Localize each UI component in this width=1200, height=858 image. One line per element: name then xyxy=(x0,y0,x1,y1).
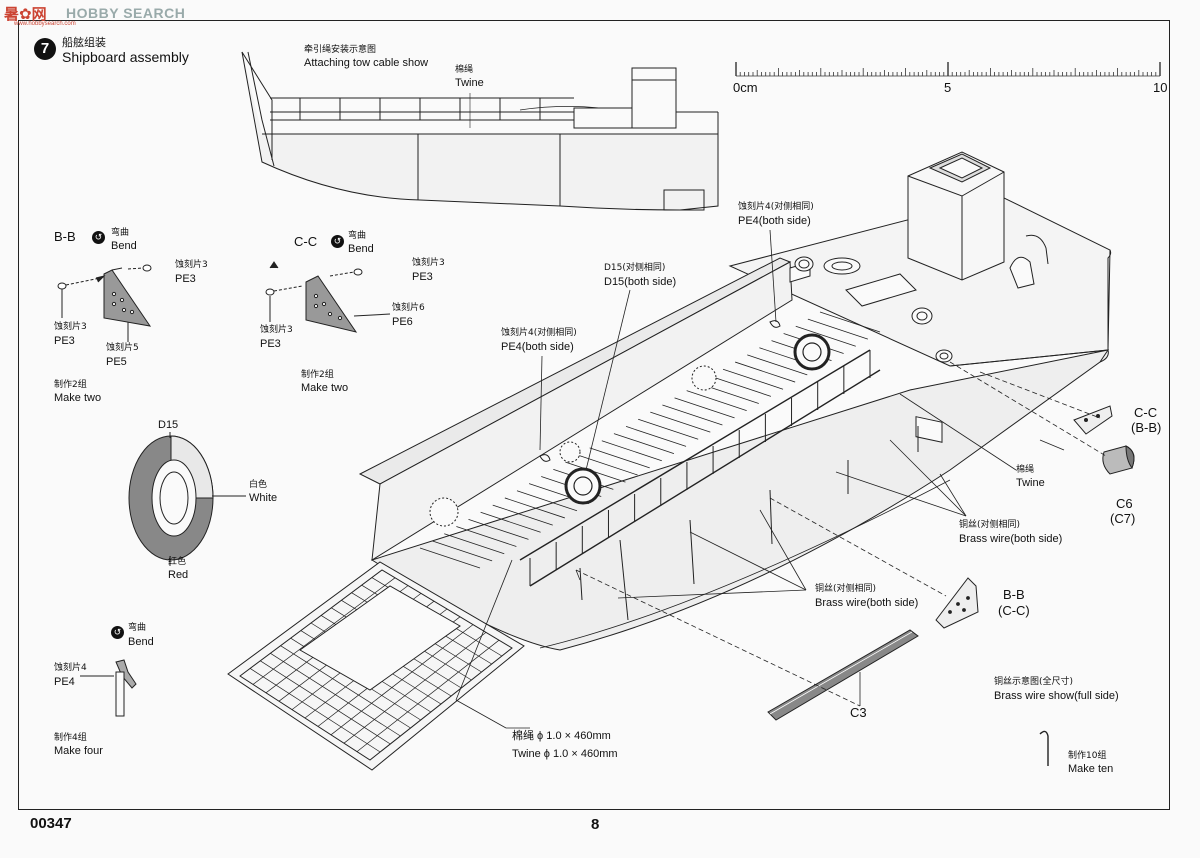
callout-make-ten-cn: 制作10组 xyxy=(1068,751,1107,761)
page-number: 8 xyxy=(591,816,600,833)
pe4-label-en: PE4 xyxy=(54,676,75,688)
bb-bend-cn: 弯曲 xyxy=(111,228,130,238)
bb-pe3b-cn: 蚀刻片3 xyxy=(54,322,87,332)
cc-pe3-en: PE3 xyxy=(412,271,433,283)
bend-icon: ↺ xyxy=(111,626,124,639)
bracket-bb-bottom xyxy=(935,577,979,629)
callout-brass-show-en: Brass wire show(full side) xyxy=(994,690,1119,702)
bb-title: B-B xyxy=(54,229,76,244)
bb-pe3-en: PE3 xyxy=(175,273,196,285)
callout-pe4-mid-cn: 蚀刻片4(对侧相同) xyxy=(501,328,577,338)
tow-twine-en: Twine xyxy=(455,77,484,89)
boat-side-view xyxy=(241,51,719,211)
callout-twine-cn: 棉绳 xyxy=(1016,465,1035,475)
cc-pe3-cn: 蚀刻片3 xyxy=(412,258,445,268)
pe4-label-cn: 蚀刻片4 xyxy=(54,663,87,673)
product-code: 00347 xyxy=(30,815,72,832)
page-border xyxy=(18,20,1170,810)
bracket-cc-right xyxy=(1073,405,1113,435)
callout-bb-bottom-alt: (C-C) xyxy=(998,603,1030,618)
callout-twine-length-en: Twine ϕ 1.0 × 460mm xyxy=(512,748,618,760)
tire-red-en: Red xyxy=(168,569,189,581)
callout-pe4-top-cn: 蚀刻片4(对侧相同) xyxy=(738,202,814,212)
callout-twine-en: Twine xyxy=(1016,477,1045,489)
brass-wire-hook xyxy=(1039,730,1049,766)
step-title-cn: 船舷组装 xyxy=(62,36,106,49)
scale-label-5: 5 xyxy=(944,80,952,95)
bb-bend-en: Bend xyxy=(111,240,137,252)
tire-d15 xyxy=(128,432,246,566)
cc-pe6-en: PE6 xyxy=(392,316,413,328)
bb-make-en: Make two xyxy=(54,392,102,404)
bb-pe3b-en: PE3 xyxy=(54,335,75,347)
bb-pe5-en: PE5 xyxy=(106,356,127,368)
cc-make-cn: 制作2组 xyxy=(301,370,334,380)
tire-red-cn: 红色 xyxy=(168,557,187,567)
tow-title-cn: 牵引绳安装示意图 xyxy=(304,45,377,55)
main-hull xyxy=(358,151,1112,651)
bb-pe5-cn: 蚀刻片5 xyxy=(106,343,139,353)
callout-cc-right-alt: (B-B) xyxy=(1131,420,1162,435)
site-logo-cn: 暑✿网 xyxy=(4,5,47,23)
pe4-make-en: Make four xyxy=(54,745,103,757)
scale-label-0: 0cm xyxy=(733,80,758,95)
step-title-en: Shipboard assembly xyxy=(62,49,189,65)
tire-white-en: White xyxy=(249,492,278,504)
pe4-part xyxy=(80,659,137,717)
cc-pe6-cn: 蚀刻片6 xyxy=(392,303,425,313)
part-c3 xyxy=(767,629,919,721)
scale-ruler xyxy=(735,62,1161,77)
tow-title-en: Attaching tow cable show xyxy=(304,57,429,69)
callout-twine-length-cn: 棉绳 ϕ 1.0 × 460mm xyxy=(512,730,611,742)
bb-make-cn: 制作2组 xyxy=(54,380,87,390)
tire-white-cn: 白色 xyxy=(249,480,268,490)
pe4-bend-en: Bend xyxy=(128,636,154,648)
site-logo: HOBBY SEARCH xyxy=(66,5,186,21)
tire-part-label: D15 xyxy=(158,419,179,431)
cc-title: C-C xyxy=(294,234,318,249)
callout-brass-show-cn: 铜丝示意图(全尺寸) xyxy=(994,677,1074,687)
callout-d15-en: D15(both side) xyxy=(604,276,677,288)
callout-pe4-top-en: PE4(both side) xyxy=(738,215,811,227)
callout-brass-mid-en: Brass wire(both side) xyxy=(815,597,919,609)
cc-bracket xyxy=(265,261,391,333)
pe4-bend-cn: 弯曲 xyxy=(128,623,147,633)
callout-c7: (C7) xyxy=(1110,511,1136,526)
callout-brass-right-cn: 铜丝(对侧相同) xyxy=(959,520,1021,530)
leader-lines xyxy=(455,229,1107,729)
scale-label-10: 10 xyxy=(1153,80,1168,95)
callout-c6: C6 xyxy=(1116,496,1133,511)
callout-pe4-mid-en: PE4(both side) xyxy=(501,341,574,353)
site-logo-url: www.hobbysearch.com xyxy=(14,21,76,27)
callout-make-ten-en: Make ten xyxy=(1068,763,1114,775)
bb-pe3-cn: 蚀刻片3 xyxy=(175,260,208,270)
callout-c3: C3 xyxy=(850,705,867,720)
callout-brass-mid-cn: 铜丝(对侧相同) xyxy=(815,584,877,594)
callout-bb-bottom: B-B xyxy=(1003,587,1025,602)
cc-bend-en: Bend xyxy=(348,243,374,255)
pe4-make-cn: 制作4组 xyxy=(54,733,87,743)
bb-bracket xyxy=(57,264,152,342)
cc-bend-cn: 弯曲 xyxy=(348,231,367,241)
callout-cc-right: C-C xyxy=(1134,405,1158,420)
step-number-badge: 7 xyxy=(34,38,56,60)
bend-icon: ↺ xyxy=(92,231,105,244)
tow-twine-cn: 棉绳 xyxy=(455,65,474,75)
callout-brass-right-en: Brass wire(both side) xyxy=(959,533,1063,545)
bow-ramp xyxy=(227,561,525,771)
cc-pe3b-cn: 蚀刻片3 xyxy=(260,325,293,335)
callout-d15-cn: D15(对侧相同) xyxy=(604,263,666,273)
part-c6 xyxy=(1102,445,1135,475)
cc-make-en: Make two xyxy=(301,382,349,394)
bend-icon: ↺ xyxy=(331,235,344,248)
cc-pe3b-en: PE3 xyxy=(260,338,281,350)
